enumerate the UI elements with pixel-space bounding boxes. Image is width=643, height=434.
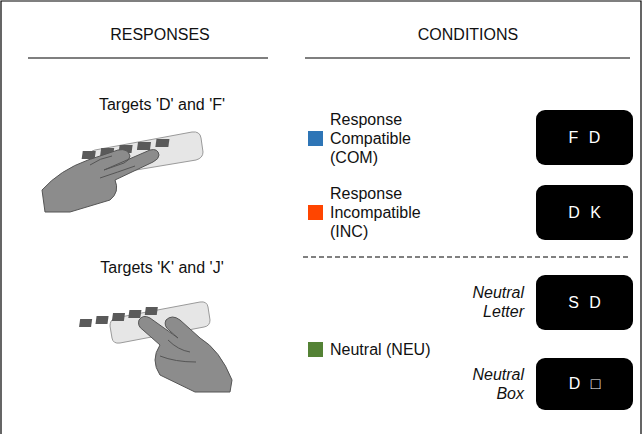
stimulus-display: D □ xyxy=(536,358,633,410)
stimulus-letters: D □ xyxy=(569,375,601,393)
legend-label: Response Incompatible (INC) xyxy=(330,184,450,242)
stimulus-letters: F D xyxy=(569,129,601,147)
legend-swatch xyxy=(308,205,323,220)
legend-swatch xyxy=(308,131,323,146)
neutral-type-label: Neutral Box xyxy=(444,365,524,403)
response-label: Targets 'D' and 'F' xyxy=(47,95,277,114)
stimulus-letters: D K xyxy=(568,204,601,222)
divider xyxy=(303,257,630,258)
response-label: Targets 'K' and 'J' xyxy=(47,258,277,277)
legend-swatch xyxy=(308,342,323,357)
neutral-type-label: Neutral Letter xyxy=(444,283,524,321)
underline xyxy=(305,57,630,58)
stimulus-display: F D xyxy=(536,110,633,165)
left-hand-keypad xyxy=(42,132,203,212)
stimulus-letters: S D xyxy=(568,294,601,312)
underline xyxy=(28,57,268,58)
stimulus-display: S D xyxy=(536,275,633,330)
legend-label: Response Compatible (COM) xyxy=(330,110,450,168)
column-heading: RESPONSES xyxy=(50,25,270,44)
stimulus-display: D K xyxy=(536,185,633,240)
right-hand-keypad xyxy=(79,302,232,392)
legend-label: Neutral (NEU) xyxy=(330,340,450,359)
column-heading: CONDITIONS xyxy=(343,25,593,44)
